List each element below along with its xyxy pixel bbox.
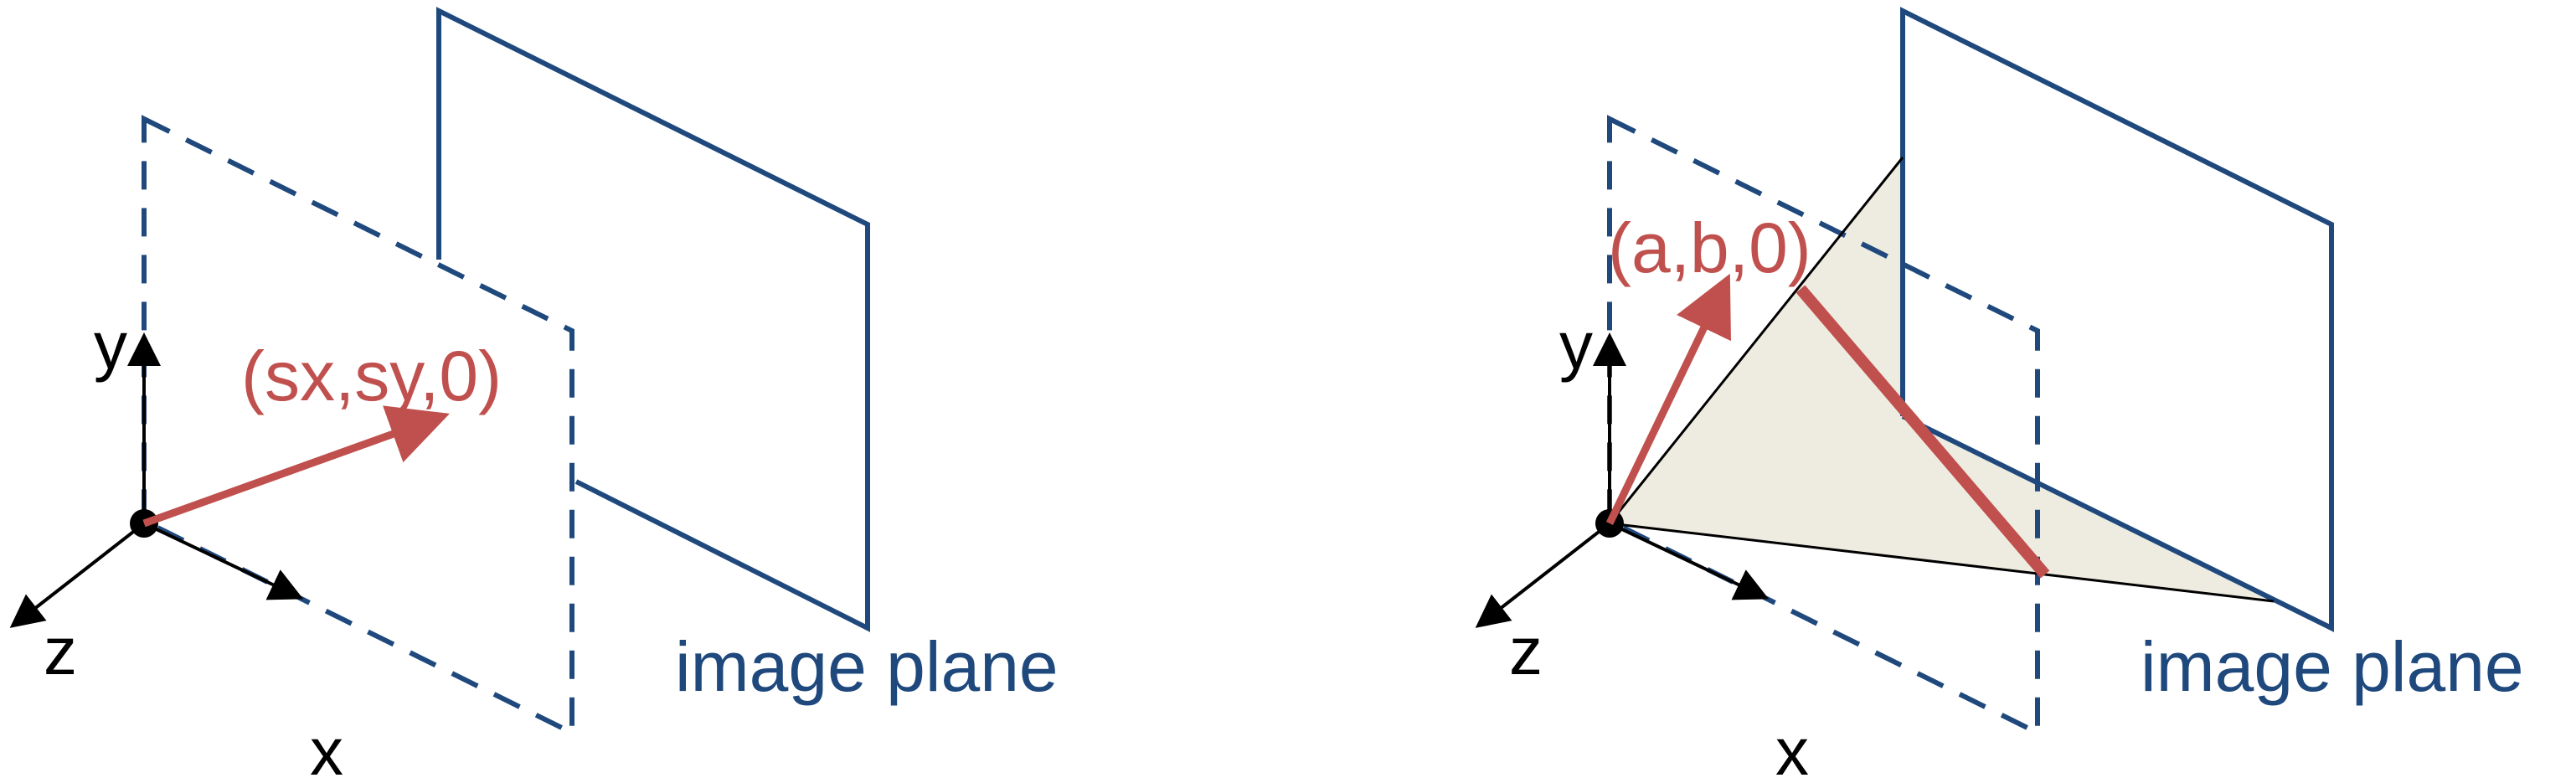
vector-label: (a,b,0): [1608, 209, 1811, 287]
left-panel: y z x (sx,sy,0) image plane: [9, 7, 1059, 783]
triangle-edge-bottom: [1609, 522, 2275, 603]
right-panel: y z x (a,b,0) image plane: [1475, 7, 2524, 783]
triangle-plane: [1610, 157, 2274, 601]
pixel-vector: [142, 405, 450, 528]
virtual-image-plane: [142, 115, 574, 737]
z-axis: [9, 522, 146, 628]
image-plane-label: image plane: [2141, 627, 2524, 706]
y-axis-label: y: [1559, 308, 1593, 383]
projected-line: [1795, 285, 2050, 579]
pixel-vector: [1605, 273, 1731, 525]
image-plane: [436, 7, 870, 632]
image-plane: [1900, 7, 2334, 632]
vector-label: (sx,sy,0): [241, 337, 502, 415]
x-axis-label: x: [1775, 714, 1809, 783]
z-axis-label: z: [44, 614, 77, 688]
x-axis: [143, 522, 304, 600]
y-axis-label: y: [94, 308, 127, 383]
z-axis-label: z: [1509, 614, 1543, 688]
image-plane-label: image plane: [675, 627, 1059, 706]
x-axis-label: x: [310, 714, 343, 783]
x-axis: [1609, 522, 1770, 600]
triangle-edge-top: [1608, 157, 1904, 524]
z-axis: [1475, 522, 1611, 628]
